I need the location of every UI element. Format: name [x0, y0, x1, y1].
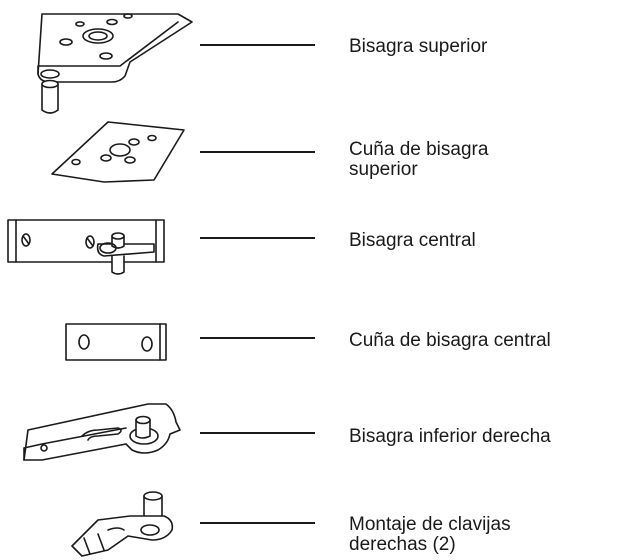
part-label: Montaje de clavijas derechas (2) — [349, 514, 511, 555]
leader-line — [200, 337, 315, 339]
part-label: Bisagra central — [349, 230, 476, 251]
leader-line — [200, 432, 315, 434]
part-label: Cuña de bisagra central — [349, 330, 551, 351]
bottom-right-hinge-icon — [23, 403, 181, 461]
center-hinge-shim-icon — [65, 323, 167, 361]
top-hinge-icon — [37, 13, 193, 114]
part-label: Bisagra inferior derecha — [349, 426, 551, 447]
leader-line — [200, 44, 315, 46]
leader-line — [200, 522, 315, 524]
top-hinge-shim-icon — [51, 121, 185, 183]
right-pin-assembly-icon — [71, 491, 174, 557]
part-label: Bisagra superior — [349, 36, 488, 57]
leader-line — [200, 151, 315, 153]
center-hinge-icon — [7, 219, 165, 275]
part-label: Cuña de bisagra superior — [349, 139, 489, 180]
leader-line — [200, 237, 315, 239]
